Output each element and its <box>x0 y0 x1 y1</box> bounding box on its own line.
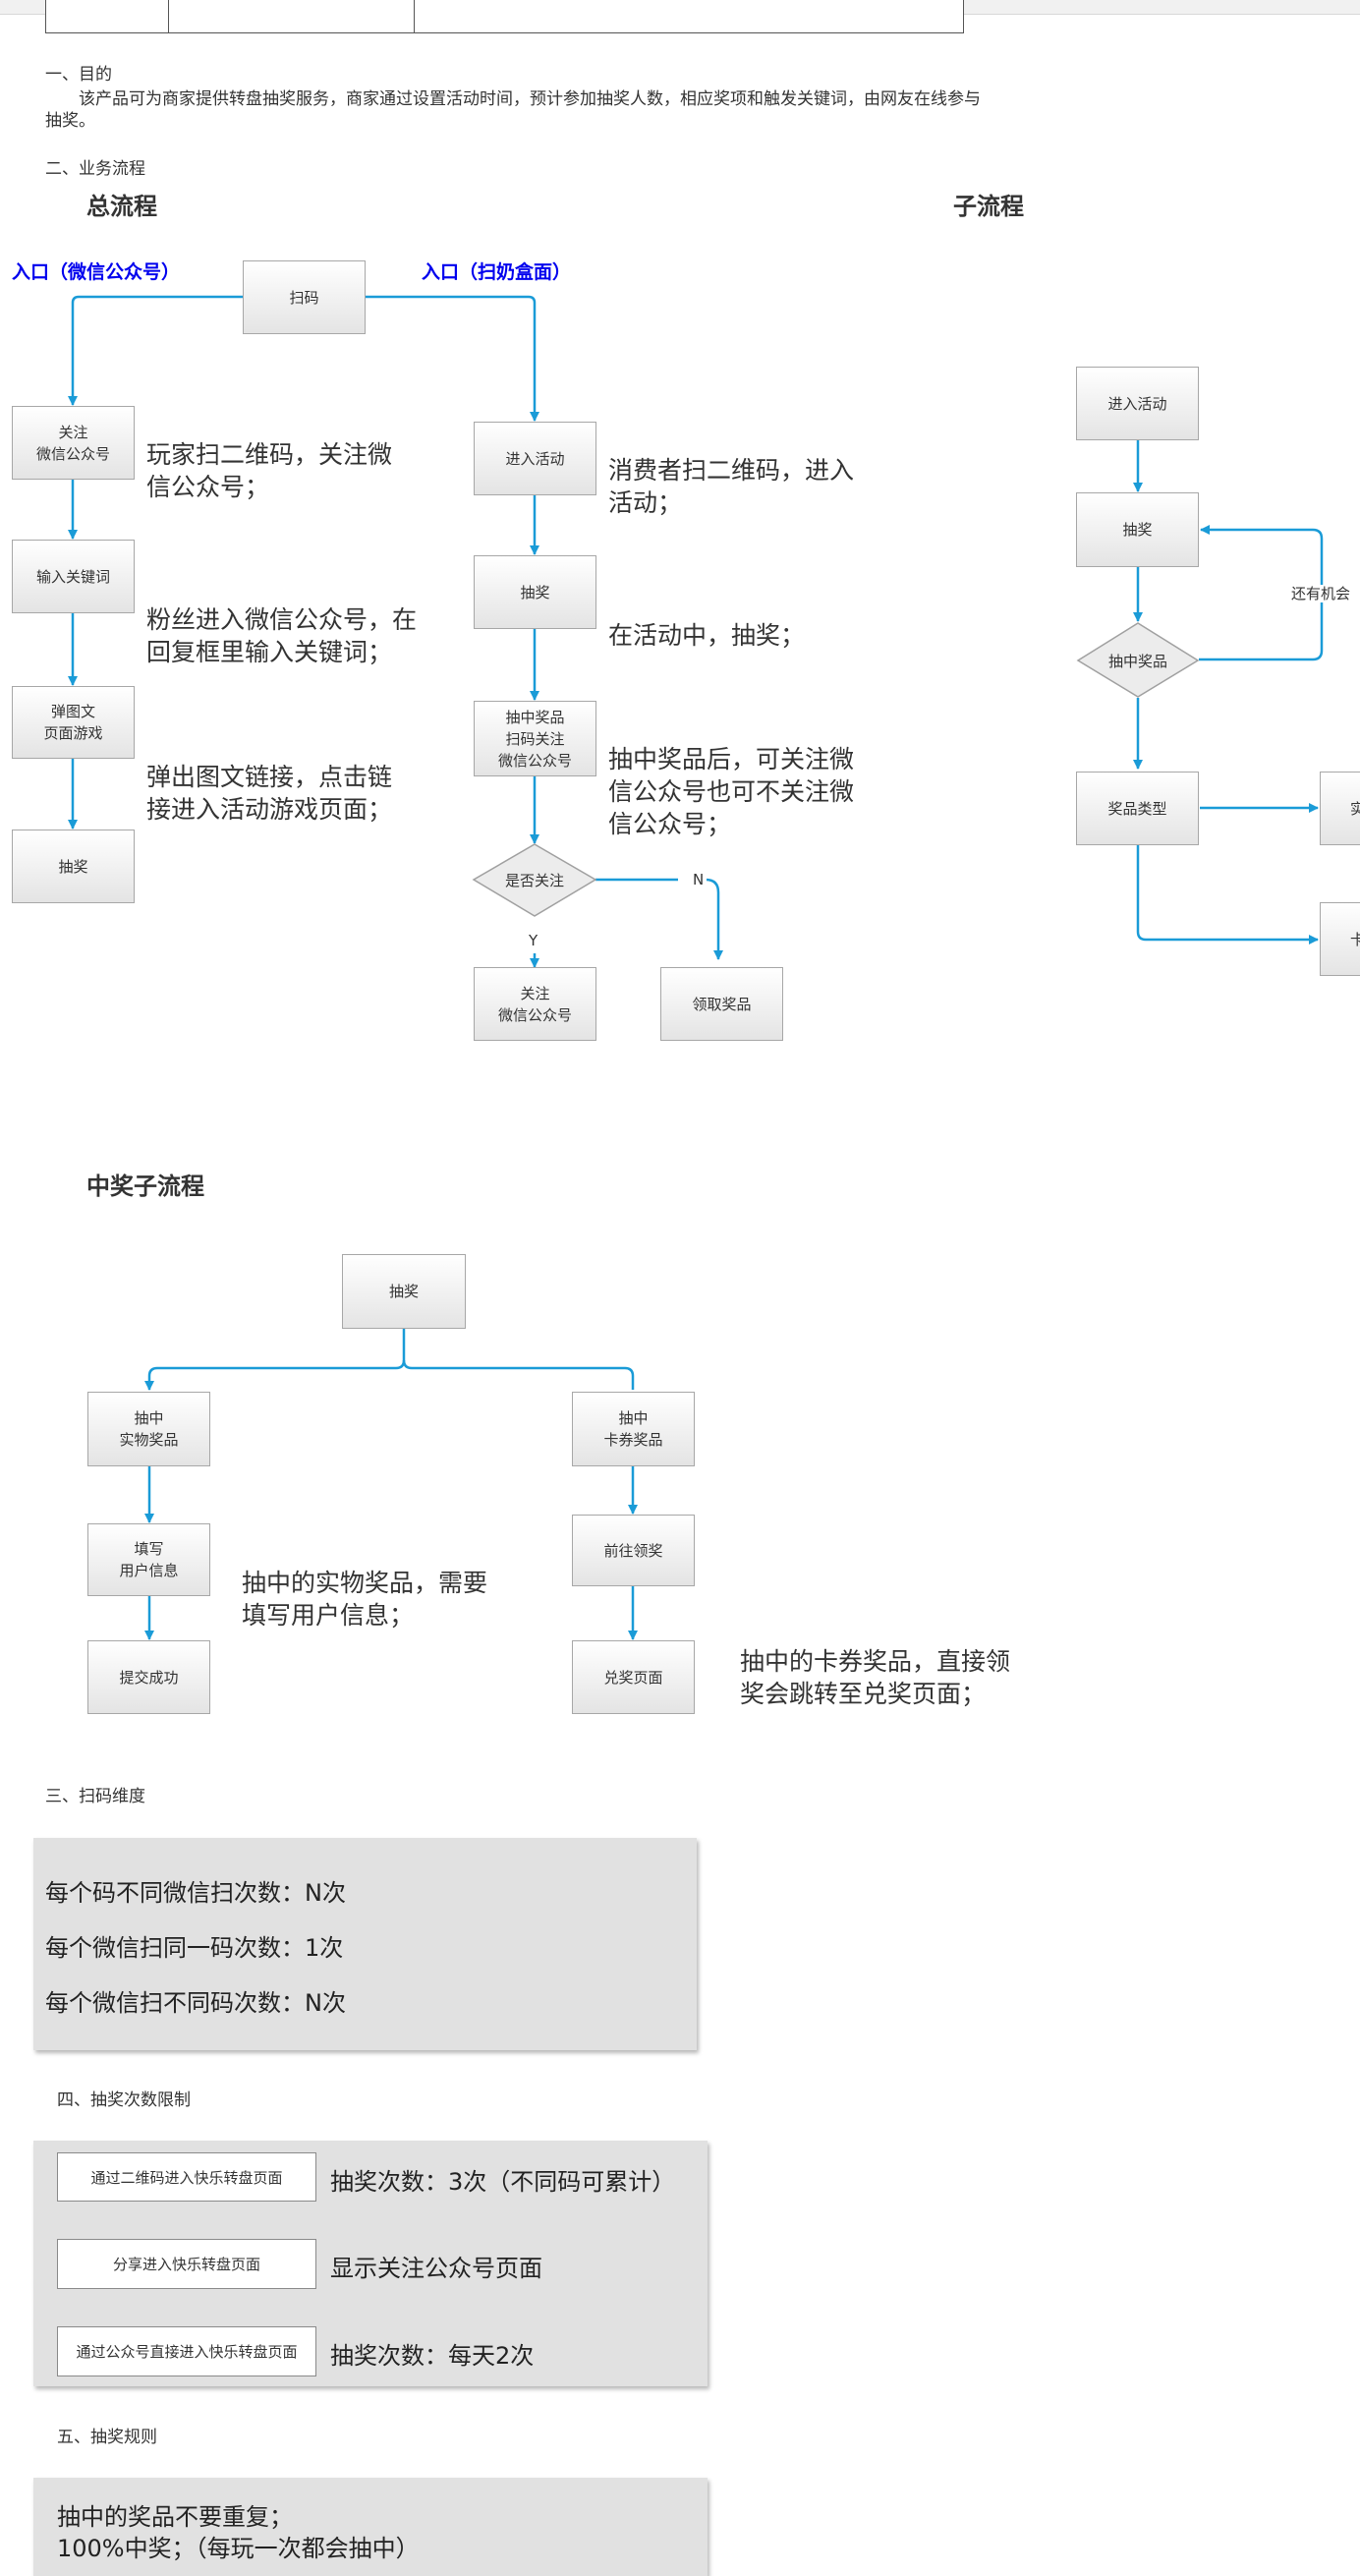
table-divider <box>168 0 169 32</box>
node-draw-left: 抽奖 <box>12 830 135 903</box>
arrow-win-draw-split-right <box>402 1359 635 1390</box>
node-claim-prize: 领取奖品 <box>660 967 783 1041</box>
entry-wechat-label: 入口（微信公众号） <box>12 261 181 283</box>
main-flow-title: 总流程 <box>86 193 157 220</box>
node-draw-mid: 抽奖 <box>474 555 596 629</box>
limit-rule-text: 抽奖次数：每天2次 <box>330 2342 535 2370</box>
limit-entry-box: 分享进入快乐转盘页面 <box>57 2239 316 2289</box>
node-scan: 扫码 <box>243 260 366 334</box>
note-in-activity: 在活动中，抽奖； <box>608 621 806 650</box>
sub-node-draw: 抽奖 <box>1076 492 1199 567</box>
win-node-card: 抽中 卡券奖品 <box>572 1392 695 1466</box>
node-popup-game: 弹图文 页面游戏 <box>12 686 135 759</box>
edge-label-more-chances: 还有机会 <box>1289 585 1353 602</box>
note-fan-keyword: 粉丝进入微信公众号，在回复框里输入关键词； <box>146 605 418 666</box>
draw-limits-panel: 通过二维码进入快乐转盘页面 抽奖次数：3次（不同码可累计） 分享进入快乐转盘页面… <box>33 2141 708 2386</box>
section-heading-scan-dimension: 三、扫码维度 <box>45 1787 145 1806</box>
draw-rule-line: 100%中奖；（每玩一次都会抽中） <box>57 2535 420 2562</box>
note-popup-link: 弹出图文链接，点击链接进入活动游戏页面； <box>146 763 393 824</box>
table-divider <box>414 0 415 32</box>
section-heading-draw-limits: 四、抽奖次数限制 <box>57 2090 191 2110</box>
purpose-text: 该产品可为商家提供转盘抽奖服务，商家通过设置活动时间，预计参加抽奖人数，相应奖项… <box>45 89 981 131</box>
win-node-fill-info: 填写 用户信息 <box>87 1523 210 1596</box>
limit-entry-box: 通过公众号直接进入快乐转盘页面 <box>57 2326 316 2376</box>
node-follow-account-2: 关注 微信公众号 <box>474 967 596 1041</box>
node-input-keyword: 输入关键词 <box>12 540 135 613</box>
section-heading-purpose: 一、目的 <box>45 65 112 85</box>
draw-rules-panel: 抽中的奖品不要重复； 100%中奖；（每玩一次都会抽中） <box>33 2478 708 2576</box>
note-after-win: 抽中奖品后，可关注微信公众号也可不关注微信公众号； <box>608 745 855 838</box>
sub-node-prize-type: 奖品类型 <box>1076 772 1199 845</box>
note-physical: 抽中的实物奖品，需要填写用户信息； <box>242 1569 488 1630</box>
note-card: 抽中的卡券奖品，直接领奖会跳转至兑奖页面； <box>740 1647 1011 1708</box>
scan-rule-line: 每个码不同微信扫次数：N次 <box>45 1879 346 1907</box>
edge-label-no: N <box>690 871 708 888</box>
limit-entry-box: 通过二维码进入快乐转盘页面 <box>57 2152 316 2202</box>
limit-rule-text: 显示关注公众号页面 <box>330 2255 542 2282</box>
sub-node-enter-activity: 进入活动 <box>1076 367 1199 440</box>
note-consumer-scan: 消费者扫二维码，进入活动； <box>608 456 855 517</box>
scan-rule-line: 每个微信扫同一码次数：1次 <box>45 1934 344 1962</box>
scan-dimension-panel: 每个码不同微信扫次数：N次 每个微信扫同一码次数：1次 每个微信扫不同码次数：N… <box>33 1838 697 2050</box>
decision-is-follow-label: 是否关注 <box>504 871 564 889</box>
note-scan-follow: 玩家扫二维码，关注微信公众号； <box>146 440 393 501</box>
sub-node-card-partial: 卡 <box>1320 902 1360 976</box>
arrow-scan-to-follow <box>68 295 243 406</box>
node-follow-account: 关注 微信公众号 <box>12 406 135 480</box>
arrow-sub-type-to-card <box>1136 845 1319 945</box>
node-enter-activity: 进入活动 <box>474 422 596 495</box>
sub-node-physical-partial: 实 <box>1320 772 1360 845</box>
arrow-win-draw-split <box>144 1329 406 1391</box>
node-win-scan-follow: 抽中奖品 扫码关注 微信公众号 <box>474 701 596 776</box>
limit-rule-text: 抽奖次数：3次（不同码可累计） <box>330 2168 676 2196</box>
top-table-remnant <box>45 0 964 33</box>
edge-label-yes: Y <box>529 932 538 949</box>
scan-rule-line: 每个微信扫不同码次数：N次 <box>45 1989 346 2017</box>
win-node-physical: 抽中 实物奖品 <box>87 1392 210 1466</box>
sub-decision-win-label: 抽中奖品 <box>1107 652 1167 670</box>
decision-is-follow <box>472 843 597 917</box>
entry-milkbox-label: 入口（扫奶盒面） <box>422 261 572 283</box>
arrow-scan-to-enter <box>366 295 539 422</box>
draw-rule-line: 抽中的奖品不要重复； <box>57 2503 293 2531</box>
sub-flow-title: 子流程 <box>953 193 1024 220</box>
win-node-go-claim: 前往领奖 <box>572 1515 695 1586</box>
winning-flow-title: 中奖子流程 <box>86 1173 204 1200</box>
win-node-redeem-page: 兑奖页面 <box>572 1640 695 1714</box>
win-node-draw: 抽奖 <box>342 1254 466 1329</box>
win-node-submit-ok: 提交成功 <box>87 1640 210 1714</box>
section-heading-flow: 二、业务流程 <box>45 159 145 179</box>
section-heading-draw-rules: 五、抽奖规则 <box>57 2428 157 2447</box>
arrow-decision-no <box>705 878 723 960</box>
decision-sub-win <box>1076 622 1200 698</box>
